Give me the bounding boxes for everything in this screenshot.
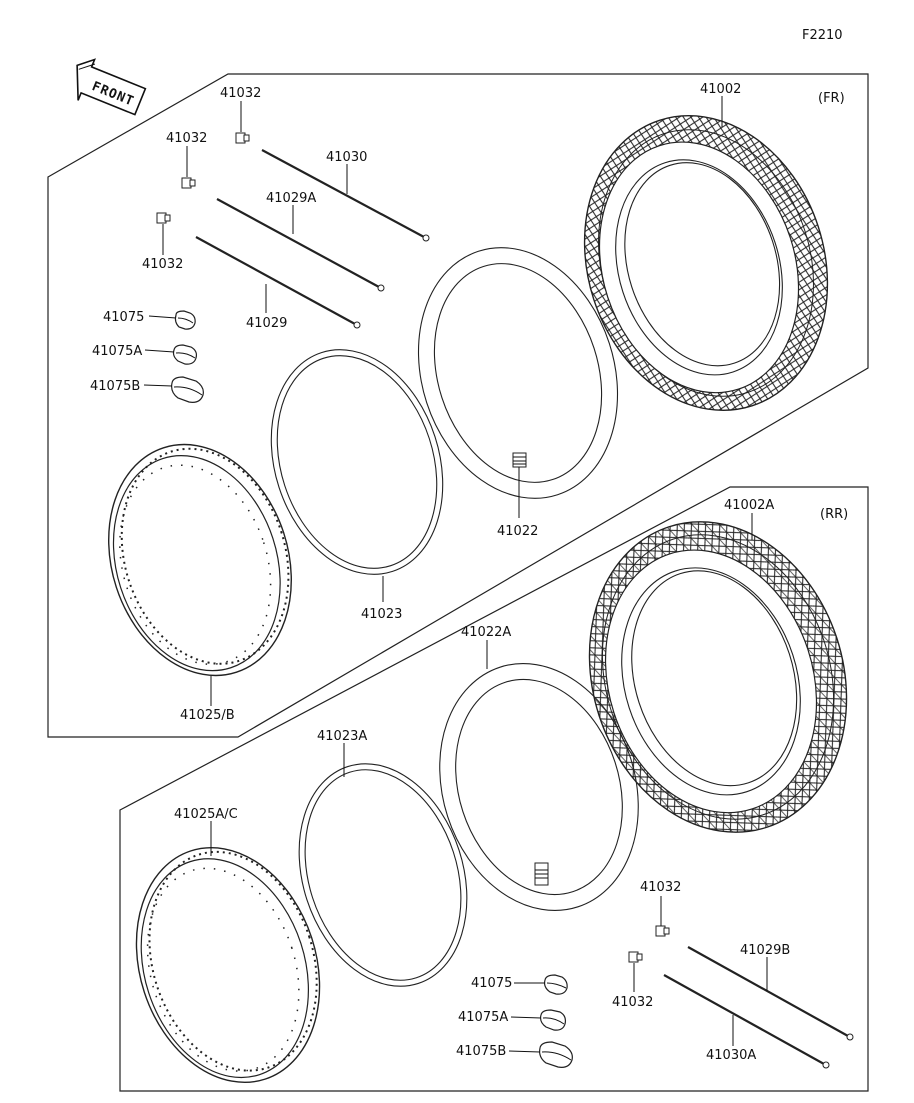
rear-rim xyxy=(135,846,321,1084)
front-tire xyxy=(583,115,829,411)
spoke-nipple-icon xyxy=(628,951,643,963)
balance-weight-icon xyxy=(543,974,568,995)
rear-tire xyxy=(588,521,848,833)
balance-weight-icon xyxy=(172,344,198,365)
spoke-41030 xyxy=(261,149,425,238)
part-number-label: 41032 xyxy=(166,131,207,146)
part-number-label: 41075 xyxy=(471,976,512,991)
part-number-label: 41023 xyxy=(361,607,402,622)
front-direction-arrow-icon: FRONT xyxy=(76,58,147,116)
part-number-label: 41032 xyxy=(142,257,183,272)
front-rim-band xyxy=(270,349,444,575)
spoke-nipple-icon xyxy=(235,132,250,144)
spoke-41029 xyxy=(195,236,356,325)
part-number-label: 41032 xyxy=(640,880,681,895)
balance-weight-icon xyxy=(174,310,196,330)
spoke-nipple-icon xyxy=(655,925,670,937)
part-number-label: 41002 xyxy=(700,82,741,97)
rear-tube-valve-icon xyxy=(534,862,549,886)
balance-weight-icon xyxy=(539,1041,573,1068)
balance-weight-icon xyxy=(539,1009,567,1031)
part-number-label: 41075B xyxy=(456,1044,506,1059)
part-number-label: 41002A xyxy=(724,498,774,513)
front-inner-tube xyxy=(417,247,619,499)
part-number-label: 41075A xyxy=(458,1010,508,1025)
front-rim xyxy=(108,443,292,677)
part-number-label: 41029A xyxy=(266,191,316,206)
front-section-panel xyxy=(47,73,869,738)
spoke-nipple-icon xyxy=(156,212,171,224)
rear-section-label: (RR) xyxy=(820,507,848,522)
part-number-label: 41022 xyxy=(497,524,538,539)
part-number-label: 41075B xyxy=(90,379,140,394)
spoke-41029b xyxy=(687,946,849,1037)
spoke-41029a xyxy=(216,198,380,288)
part-number-label: 41030A xyxy=(706,1048,756,1063)
part-number-label: 41022A xyxy=(461,625,511,640)
part-number-label: 41025A/C xyxy=(174,807,238,822)
part-number-label: 41029 xyxy=(246,316,287,331)
rear-inner-tube xyxy=(439,662,639,912)
part-number-label: 41032 xyxy=(612,995,653,1010)
part-number-label: 41032 xyxy=(220,86,261,101)
part-number-label: 41030 xyxy=(326,150,367,165)
spoke-41030a xyxy=(663,974,825,1065)
rear-rim-band xyxy=(298,763,468,987)
figure-code: F2210 xyxy=(802,28,843,43)
part-number-label: 41023A xyxy=(317,729,367,744)
balance-weight-icon xyxy=(171,376,204,403)
part-number-label: 41029B xyxy=(740,943,790,958)
front-tube-valve-icon xyxy=(512,452,527,468)
part-number-label: 41075 xyxy=(103,310,144,325)
front-section-label: (FR) xyxy=(818,91,845,106)
part-number-label: 41075A xyxy=(92,344,142,359)
part-number-label: 41025/B xyxy=(180,708,235,723)
rear-section-panel xyxy=(119,486,869,1092)
spoke-nipple-icon xyxy=(181,177,196,189)
